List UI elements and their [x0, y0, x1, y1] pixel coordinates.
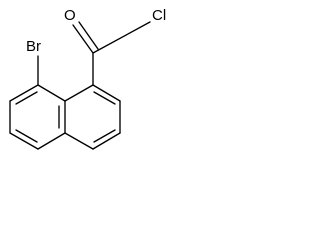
bond-c3-c4-inner: [93, 129, 116, 143]
bond-c1-c2: [92, 84, 121, 102]
bond-carbonyl-cl: [92, 21, 151, 54]
bond-c8-c7-inner: [15, 91, 38, 105]
bond-c8-c7: [9, 84, 39, 102]
bond-c8-c8a: [37, 84, 66, 102]
bond-carbonyl-o: [72, 24, 94, 54]
bond-c3-c4: [92, 132, 121, 150]
bond-c1-c2-inner: [93, 91, 116, 105]
bromine-label: Br: [26, 38, 41, 55]
bond-c8a-c1: [64, 84, 94, 102]
atom-labels: Br O Cl: [26, 7, 166, 55]
bond-c6-c5-inner: [15, 129, 38, 143]
bond-c4-c4a: [64, 132, 94, 150]
bond-carbonyl-o-second: [78, 21, 99, 50]
chemical-structure-drawing: Br O Cl: [9, 7, 166, 150]
structure-canvas: Br O Cl: [0, 0, 180, 181]
chlorine-label: Cl: [152, 7, 166, 24]
oxygen-label: O: [64, 7, 76, 24]
bond-c6-c5: [9, 132, 39, 150]
bonds: [9, 21, 151, 150]
bond-c5-c4a: [37, 132, 66, 150]
